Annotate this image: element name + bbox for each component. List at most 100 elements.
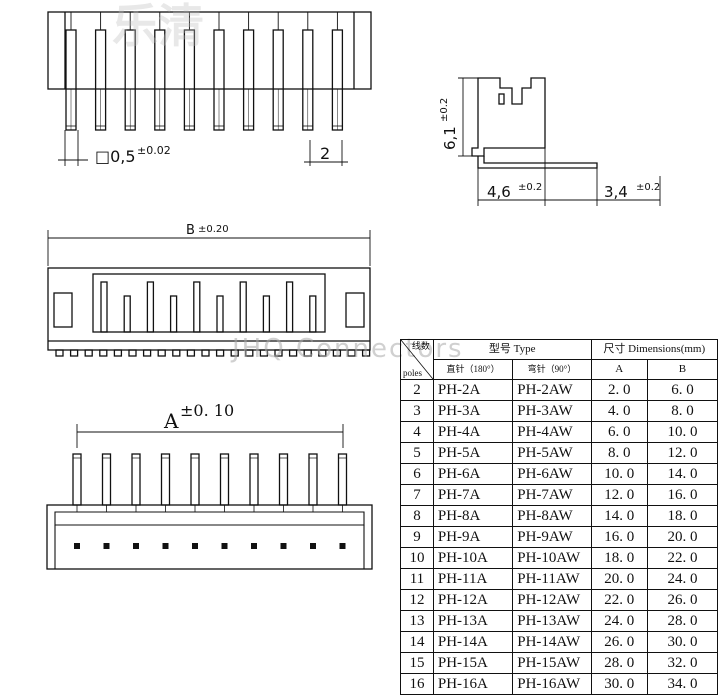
- cell-a: 12. 0: [590, 484, 648, 506]
- cell-straight: PH-15A: [432, 652, 514, 674]
- body-length-label: B: [186, 223, 195, 238]
- pin: [262, 295, 271, 333]
- cell-poles: 2: [400, 379, 434, 401]
- cell-right: PH-9AW: [512, 526, 592, 548]
- cell-a: 18. 0: [590, 547, 648, 569]
- pin: [239, 281, 247, 333]
- cell-straight: PH-5A: [432, 442, 514, 464]
- cell-straight: PH-7A: [432, 484, 514, 506]
- pin: [337, 453, 348, 506]
- pin-span-label: A: [163, 409, 179, 433]
- contact-foot: [288, 349, 298, 357]
- cell-poles: 6: [400, 463, 434, 485]
- pin-hole: [221, 543, 228, 549]
- cell-right: PH-7AW: [512, 484, 592, 506]
- pin-size-tol: ±0.02: [137, 144, 171, 157]
- contact-foot: [142, 349, 152, 357]
- pin-span-tol: ±0. 10: [180, 401, 234, 420]
- pin: [160, 453, 171, 506]
- contact-foot: [172, 349, 181, 357]
- cell-a: 14. 0: [590, 505, 648, 527]
- body-length-tol: ±0.20: [198, 224, 229, 235]
- pin: [216, 295, 224, 333]
- front-view-bottom: [46, 424, 373, 570]
- pin-hole: [133, 543, 139, 549]
- cell-straight: PH-3A: [432, 400, 514, 422]
- cell-right: PH-14AW: [512, 631, 592, 653]
- pitch-label: 2: [320, 144, 330, 163]
- right-angle-header: 弯针（90°）: [512, 359, 592, 380]
- side-profile: [471, 77, 546, 157]
- cell-b: 16. 0: [646, 484, 718, 506]
- cell-a: 28. 0: [590, 652, 648, 674]
- cell-poles: 12: [400, 589, 434, 611]
- cell-poles: 10: [400, 547, 434, 569]
- cell-right: PH-2AW: [512, 379, 592, 401]
- pin: [193, 281, 201, 333]
- cell-straight: PH-10A: [432, 547, 514, 569]
- pin-size-label: □0,5: [95, 147, 136, 166]
- depth-back-tol: ±0.2: [636, 182, 660, 193]
- cell-b: 20. 0: [646, 526, 718, 548]
- cell-right: PH-5AW: [512, 442, 592, 464]
- cell-poles: 3: [400, 400, 434, 422]
- cell-a: 22. 0: [590, 589, 648, 611]
- cell-a: 24. 0: [590, 610, 648, 632]
- height-tol: ±0.2: [439, 98, 450, 122]
- corner-top-label: 线数: [411, 341, 430, 351]
- cell-b: 14. 0: [646, 463, 718, 485]
- pin: [285, 281, 294, 333]
- contact-foot: [128, 349, 137, 357]
- corner-bottom-label: poles: [403, 368, 422, 378]
- contact-foot: [99, 349, 108, 357]
- cell-b: 34. 0: [646, 673, 718, 695]
- contact-foot: [55, 349, 64, 357]
- cell-a: 4. 0: [590, 400, 648, 422]
- cell-b: 26. 0: [646, 589, 718, 611]
- corner-header: 线数 poles: [400, 339, 434, 380]
- cell-straight: PH-9A: [432, 526, 514, 548]
- cell-b: 24. 0: [646, 568, 718, 590]
- bottom-contacts-middle: [55, 349, 371, 357]
- pin-hole: [251, 543, 257, 549]
- cell-right: PH-10AW: [512, 547, 592, 569]
- contact-foot: [69, 349, 79, 357]
- pin-hole: [192, 543, 198, 549]
- pin: [278, 453, 289, 506]
- pin: [309, 295, 317, 333]
- depth-front-tol: ±0.2: [518, 182, 542, 193]
- cell-a: 20. 0: [590, 568, 648, 590]
- pin: [249, 453, 259, 506]
- cell-a: 6. 0: [590, 421, 648, 443]
- contact-foot: [303, 349, 312, 357]
- contact-foot: [186, 349, 196, 357]
- contact-foot: [113, 349, 123, 357]
- spec-table: 线数 poles 型号 Type 尺寸 Dimensions(mm) 直针（18…: [400, 339, 718, 695]
- cell-a: 26. 0: [590, 631, 648, 653]
- cell-poles: 9: [400, 526, 434, 548]
- contact-foot: [332, 349, 342, 357]
- cell-b: 22. 0: [646, 547, 718, 569]
- pins-top-view: [65, 12, 344, 131]
- contact-foot: [215, 349, 225, 357]
- pin-hole: [310, 543, 316, 549]
- pin: [100, 281, 108, 333]
- cell-straight: PH-6A: [432, 463, 514, 485]
- pins-bottom-view: [72, 453, 348, 506]
- cell-right: PH-16AW: [512, 673, 592, 695]
- contact-foot: [361, 349, 371, 357]
- cell-b: 32. 0: [646, 652, 718, 674]
- cell-straight: PH-8A: [432, 505, 514, 527]
